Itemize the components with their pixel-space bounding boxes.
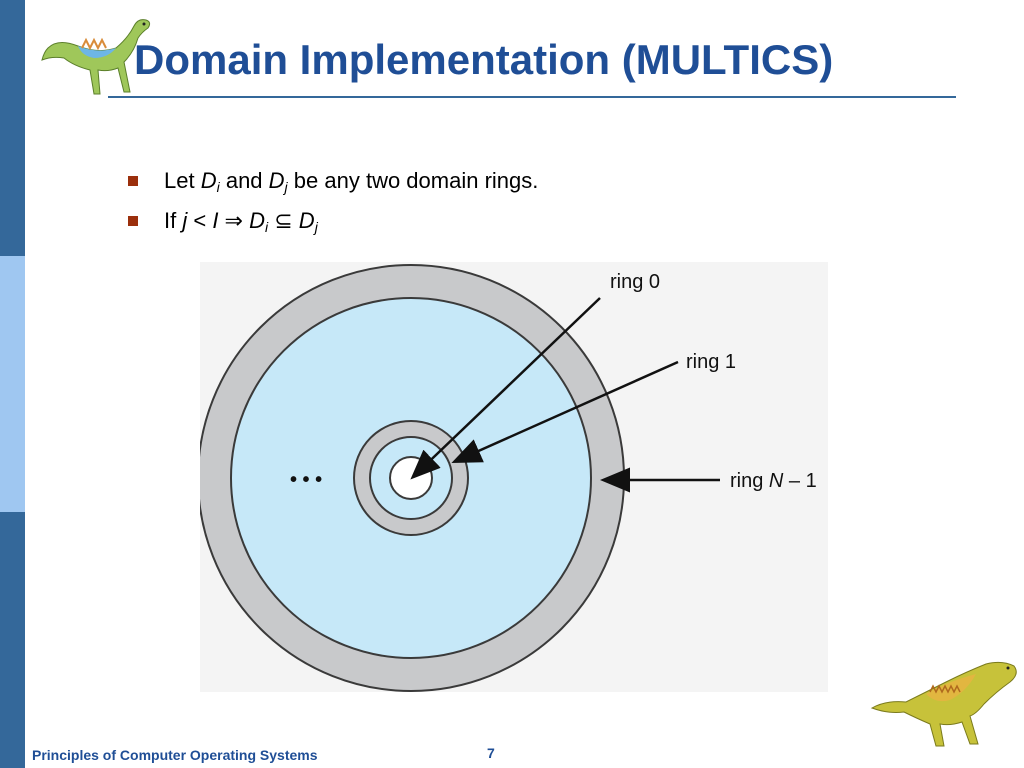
bullet-math: I [212, 208, 219, 233]
bullet-math: D [268, 168, 285, 193]
square-bullet-icon [128, 216, 138, 226]
bullet-subscript: i [265, 219, 269, 235]
ellipsis-label: • • • [290, 469, 322, 491]
sidebar-accent [0, 256, 25, 512]
bullet-math: D [249, 208, 265, 233]
ring-n-variable: N [769, 470, 784, 492]
ring-1-label: ring 1 [686, 351, 736, 373]
ring-n-label: ring N – 1 [730, 470, 817, 492]
protection-rings-diagram: • • • ring 0 ring 1 ring N – 1 [200, 262, 828, 692]
ring-n-prefix: ring [730, 470, 769, 492]
bullet-item: Let Di and Dj be any two domain rings. [128, 168, 538, 208]
arrow-ring0 [410, 297, 601, 480]
subset-symbol: ⊆ [268, 208, 299, 233]
page-number: 7 [487, 745, 495, 761]
bullet-subscript: j [284, 179, 288, 195]
bullet-list: Let Di and Dj be any two domain rings. I… [128, 168, 538, 248]
bullet-subscript: i [216, 179, 220, 195]
square-bullet-icon [128, 176, 138, 186]
ring-0-label: ring 0 [610, 271, 660, 293]
bullet-item: If j < I ⇒ Di ⊆ Dj [128, 208, 538, 248]
implies-symbol: ⇒ [218, 208, 250, 233]
bullet-math: D [200, 168, 217, 193]
bullet-text: < [187, 208, 213, 233]
title-divider [108, 96, 956, 98]
slide-title: Domain Implementation (MULTICS) [134, 36, 834, 83]
bullet-text: Let [164, 168, 201, 193]
dinosaur-logo-icon [41, 19, 151, 95]
bullet-text: be any two domain rings. [287, 168, 539, 193]
bullet-math: D [298, 208, 315, 233]
footer-course-title: Principles of Computer Operating Systems [32, 747, 318, 763]
ring-n-suffix: – 1 [783, 470, 816, 492]
bullet-math: j [182, 208, 188, 233]
bullet-subscript: j [314, 219, 318, 235]
arrow-ring1 [451, 360, 679, 464]
bullet-text: and [219, 168, 269, 193]
bullet-text: If [164, 208, 183, 233]
dinosaur-footer-icon [870, 661, 1017, 747]
